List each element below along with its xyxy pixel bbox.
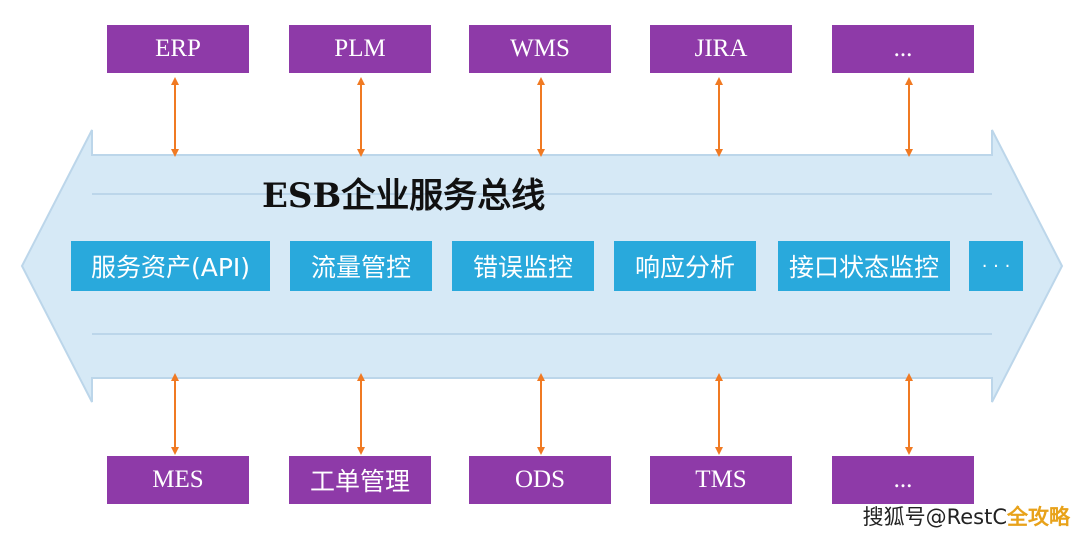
system-box-more-bottom: ... — [832, 456, 974, 504]
system-box-mes: MES — [107, 456, 249, 504]
system-box-more-top: ... — [832, 25, 974, 73]
system-box-work-order: 工单管理 — [289, 456, 431, 504]
connector-group — [171, 77, 913, 455]
service-box-response-analysis: 响应分析 — [614, 241, 756, 291]
watermark: 搜狐号@RestC全攻略 — [863, 501, 1070, 531]
system-box-wms: WMS — [469, 25, 611, 73]
service-box-api-assets: 服务资产(API) — [71, 241, 270, 291]
system-box-erp: ERP — [107, 25, 249, 73]
service-box-traffic-control: 流量管控 — [290, 241, 432, 291]
service-box-more: · · · — [969, 241, 1023, 291]
service-box-interface-status: 接口状态监控 — [778, 241, 950, 291]
watermark-text: 搜狐号@RestC — [862, 505, 1007, 529]
system-box-jira: JIRA — [650, 25, 792, 73]
service-box-error-monitor: 错误监控 — [452, 241, 594, 291]
system-box-ods: ODS — [469, 456, 611, 504]
watermark-accent: 全攻略 — [1007, 505, 1070, 529]
system-box-tms: TMS — [650, 456, 792, 504]
bus-title: ESB企业服务总线 — [262, 176, 546, 216]
system-box-plm: PLM — [289, 25, 431, 73]
